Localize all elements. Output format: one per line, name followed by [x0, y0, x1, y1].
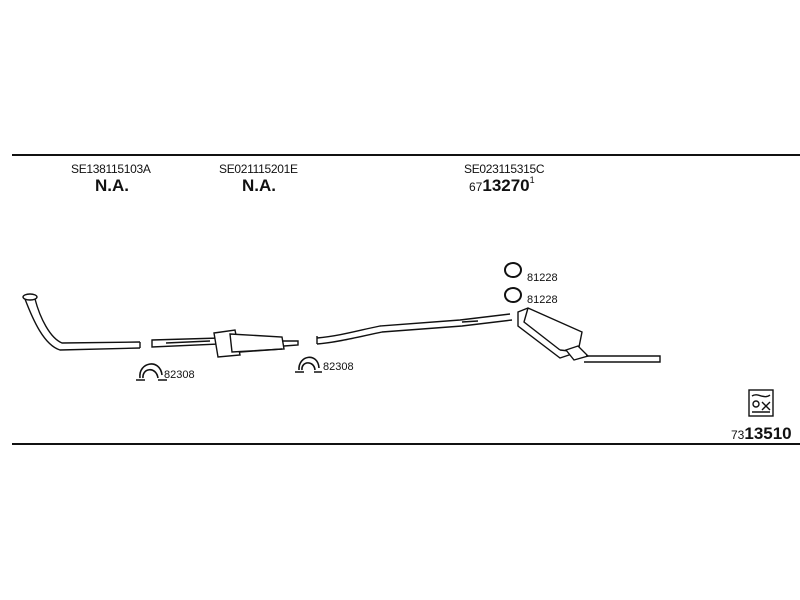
part-ref-3-main: 13270: [482, 176, 530, 195]
clamp-mid-icon: [295, 356, 322, 373]
catalog-icon: [748, 389, 774, 417]
part-ref-3: 67132701: [469, 175, 535, 196]
part-code-3: SE023115315C: [464, 162, 545, 176]
ring-top-icon: [504, 262, 522, 278]
footer-ref: 7313510: [731, 424, 792, 444]
part-status-1: N.A.: [95, 176, 129, 195]
part-ref-3-suffix: 1: [529, 175, 535, 185]
part-code-1: SE138115103A: [71, 162, 151, 176]
clamp-left-icon: [136, 363, 167, 381]
part-ref-3-prefix: 67: [469, 180, 483, 194]
bottom-rule: [12, 443, 800, 445]
part-status-2: N.A.: [242, 176, 276, 195]
center-silencer: [151, 329, 299, 358]
ring-bottom-icon: [504, 287, 522, 303]
ring-bottom-label: 81228: [527, 294, 558, 306]
clamp-mid-label: 82308: [323, 361, 354, 373]
front-pipe: [22, 293, 141, 351]
clamp-left-label: 82308: [164, 369, 195, 381]
ring-top-label: 81228: [527, 272, 558, 284]
footer-ref-prefix: 73: [731, 428, 745, 442]
footer-ref-main: 13510: [744, 424, 792, 443]
part-code-2: SE021115201E: [219, 162, 298, 176]
rear-silencer: [517, 307, 661, 363]
rear-pipe: [316, 313, 513, 345]
top-rule: [12, 154, 800, 156]
